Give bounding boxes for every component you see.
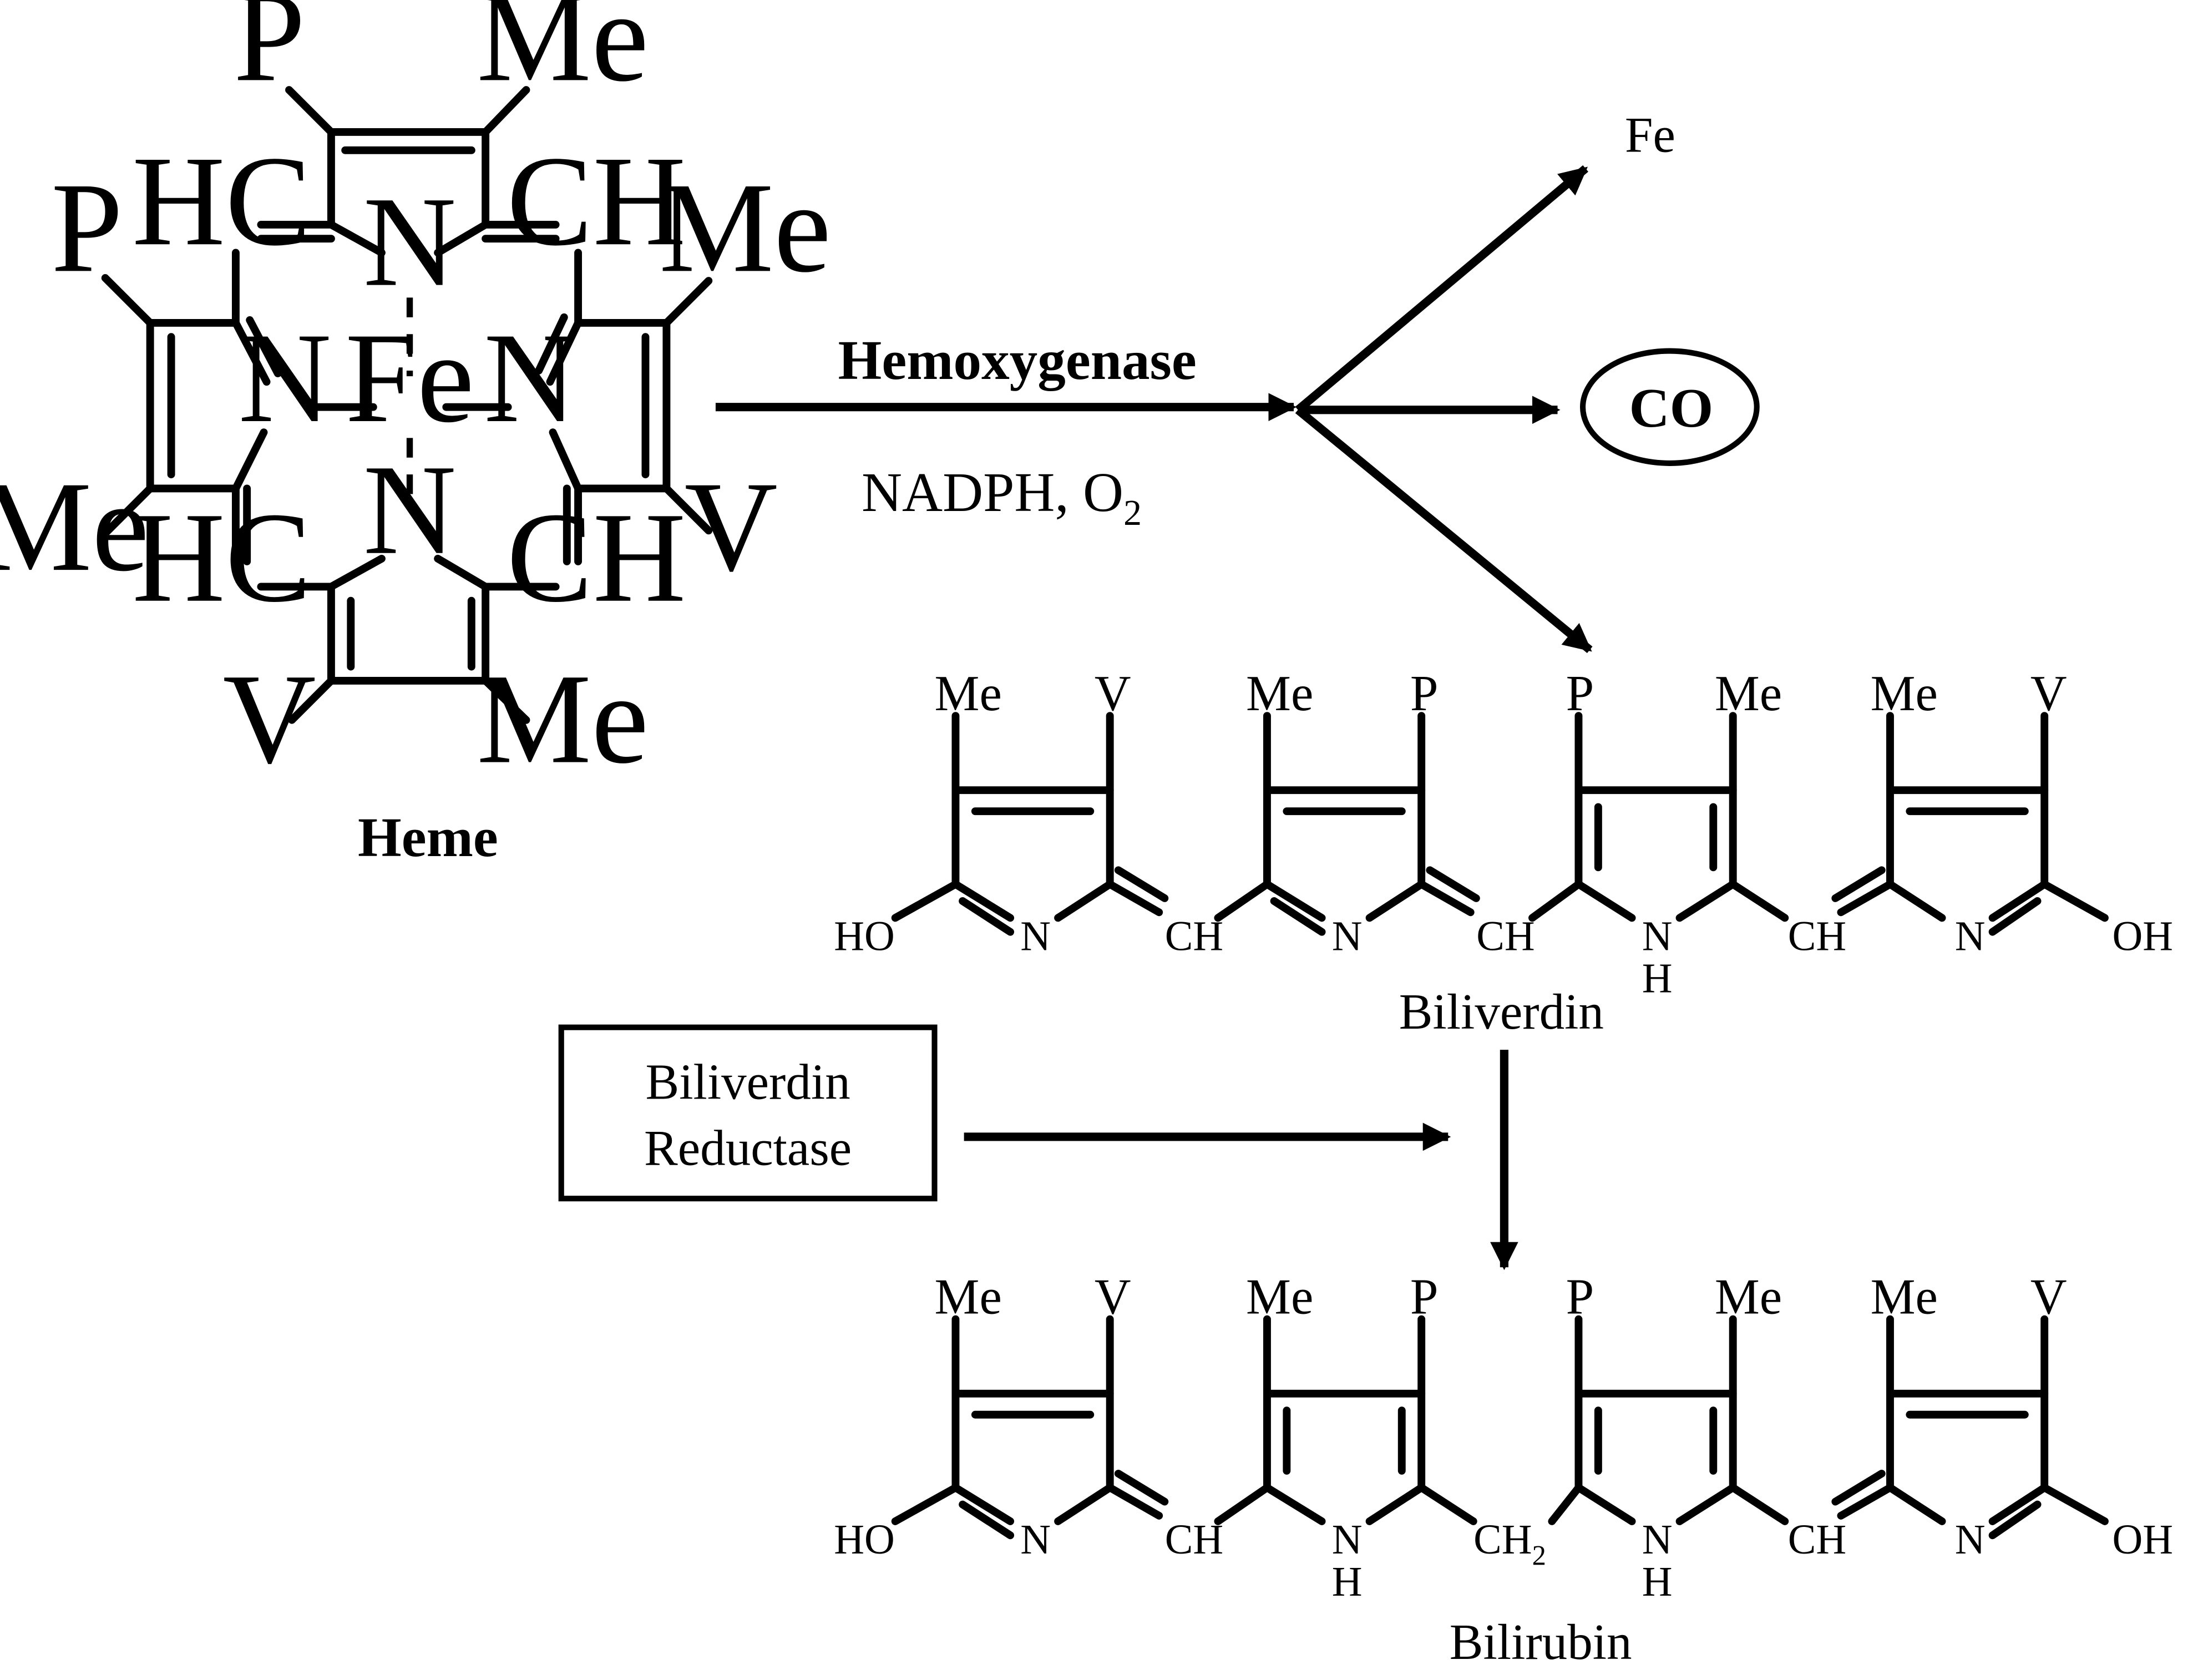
heme-ch-bottom-right: CH xyxy=(507,487,686,629)
bilirubin-n-2: N xyxy=(1332,1516,1363,1563)
bilirubin-n-1: N xyxy=(1020,1516,1051,1563)
biliverdin-sub-4b: V xyxy=(2030,665,2067,721)
bilirubin-bridge-1: CH xyxy=(1165,1516,1223,1563)
biliverdin-reductase-box: Biliverdin Reductase xyxy=(558,1024,938,1202)
biliverdin-sub-3b: Me xyxy=(1715,665,1782,721)
bilirubin-sub-4b: V xyxy=(2030,1269,2067,1325)
heme-hc-top-left: HC xyxy=(132,130,311,272)
bilirubin-title: Bilirubin xyxy=(1450,1614,1632,1670)
bilirubin-sub-4a: Me xyxy=(1871,1269,1938,1325)
bilirubin-bridge-2: CH2 xyxy=(1473,1516,1546,1571)
biliverdin-bridge-1: CH xyxy=(1165,913,1223,960)
product-co: CO xyxy=(1579,348,1760,466)
cofactor-label: NADPH, O2 xyxy=(862,461,1142,533)
biliverdin-sub-3a: P xyxy=(1566,665,1594,721)
product-fe: Fe xyxy=(1625,107,1675,163)
heme-n-right: N xyxy=(484,307,577,449)
reductase-line1: Biliverdin xyxy=(646,1054,850,1110)
bilirubin-sub-3b: Me xyxy=(1715,1269,1782,1325)
heme-n-left: N xyxy=(238,307,331,449)
biliverdin-n-4: N xyxy=(1955,913,1986,960)
heme-left-pyrrole xyxy=(101,249,282,565)
reductase-line2: Reductase xyxy=(644,1120,852,1176)
bilirubin-ho: HO xyxy=(834,1516,895,1563)
heme-n-bottom: N xyxy=(363,439,457,581)
heme-fe-atom: Fe xyxy=(345,307,474,449)
biliverdin-oh: OH xyxy=(2112,913,2173,960)
biliverdin-n-2: N xyxy=(1332,913,1363,960)
heme-sub-right-top: Me xyxy=(659,156,831,299)
biliverdin-h-3: H xyxy=(1642,955,1673,1001)
bilirubin-sub-3a: P xyxy=(1566,1269,1594,1325)
bilirubin-n-4: N xyxy=(1955,1516,1986,1563)
bilirubin-sub-2a: Me xyxy=(1246,1269,1313,1325)
biliverdin-sub-1b: V xyxy=(1095,665,1131,721)
biliverdin-bridge-2: CH xyxy=(1476,913,1534,960)
biliverdin-n-3: N xyxy=(1642,913,1673,960)
biliverdin-title: Biliverdin xyxy=(1399,984,1604,1040)
biliverdin-sub-2b: P xyxy=(1410,665,1439,721)
bilirubin-bridge-3: CH xyxy=(1788,1516,1846,1563)
heme-sub-bottom-right: Me xyxy=(477,648,649,791)
heme-right-pyrrole xyxy=(535,249,713,565)
hemoxygenase-reaction: Hemoxygenase NADPH, O2 xyxy=(715,165,1593,654)
enzyme-label-hemoxygenase: Hemoxygenase xyxy=(838,329,1197,391)
heme-top-pyrrole xyxy=(257,86,560,257)
heme-bottom-pyrrole xyxy=(257,554,560,724)
biliverdin-structure: Me V Me P P Me Me V HO N CH N CH N H CH … xyxy=(834,665,2173,1040)
bilirubin-oh: OH xyxy=(2112,1516,2173,1563)
heme-structure: Fe N N N N HC CH HC CH P Me P Me Me V V … xyxy=(0,0,831,868)
heme-hc-bottom-left: HC xyxy=(132,487,311,629)
biliverdin-sub-1a: Me xyxy=(935,665,1002,721)
heme-sub-top-left: P xyxy=(234,0,305,108)
heme-sub-top-right: Me xyxy=(477,0,649,108)
heme-sub-right-bottom: V xyxy=(685,456,778,598)
bilirubin-h-3: H xyxy=(1642,1558,1673,1605)
heme-sub-left-bottom: Me xyxy=(0,456,149,598)
bilirubin-structure: Me V Me P P Me Me V HO N CH N H CH2 N H … xyxy=(834,1269,2173,1670)
heme-sub-left-top: P xyxy=(51,156,123,299)
biliverdin-ho: HO xyxy=(834,913,895,960)
product-co-label: CO xyxy=(1629,377,1714,439)
bilirubin-n-3: N xyxy=(1642,1516,1673,1563)
biliverdin-sub-4a: Me xyxy=(1871,665,1938,721)
biliverdin-n-1: N xyxy=(1020,913,1051,960)
heme-title: Heme xyxy=(358,806,498,868)
biliverdin-sub-2a: Me xyxy=(1246,665,1313,721)
heme-sub-bottom-left: V xyxy=(223,648,316,791)
heme-n-top: N xyxy=(363,171,457,313)
bilirubin-sub-1b: V xyxy=(1095,1269,1131,1325)
bilirubin-sub-2b: P xyxy=(1410,1269,1439,1325)
heme-ch-top-right: CH xyxy=(507,130,686,272)
bilirubin-sub-1a: Me xyxy=(935,1269,1002,1325)
biliverdin-bridge-3: CH xyxy=(1788,913,1846,960)
bilirubin-h-2: H xyxy=(1332,1558,1363,1605)
